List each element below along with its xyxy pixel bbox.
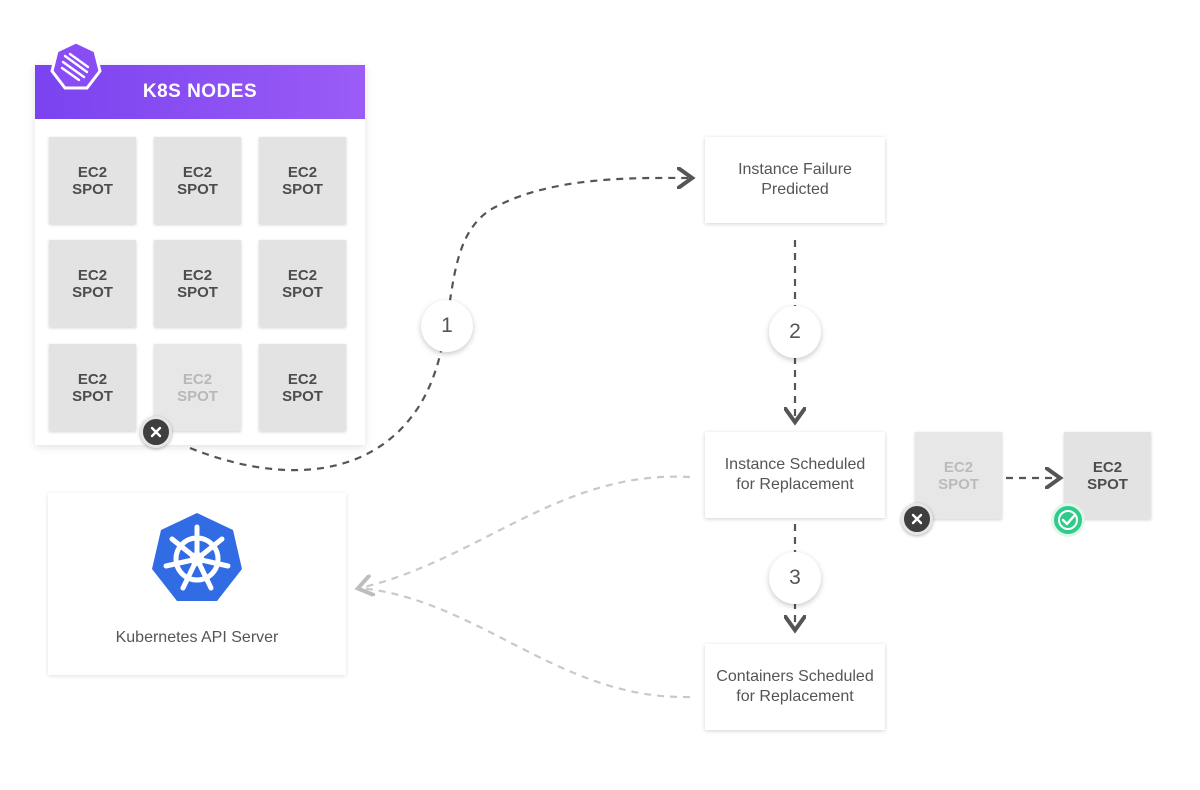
brand-logo-icon bbox=[50, 40, 102, 90]
step-2-badge: 2 bbox=[769, 306, 821, 358]
replaced-node-failure-icon bbox=[901, 503, 933, 535]
kubernetes-icon bbox=[152, 513, 242, 601]
step-3-badge: 3 bbox=[769, 552, 821, 604]
node-failure-icon bbox=[140, 416, 172, 448]
kubernetes-api-server: Kubernetes API Server bbox=[48, 493, 346, 675]
api-server-label: Kubernetes API Server bbox=[115, 629, 279, 646]
check-icon bbox=[1051, 503, 1085, 537]
connector-api-upper bbox=[360, 475, 691, 588]
connector-api-lower bbox=[359, 586, 691, 699]
step-1-badge: 1 bbox=[421, 300, 473, 352]
